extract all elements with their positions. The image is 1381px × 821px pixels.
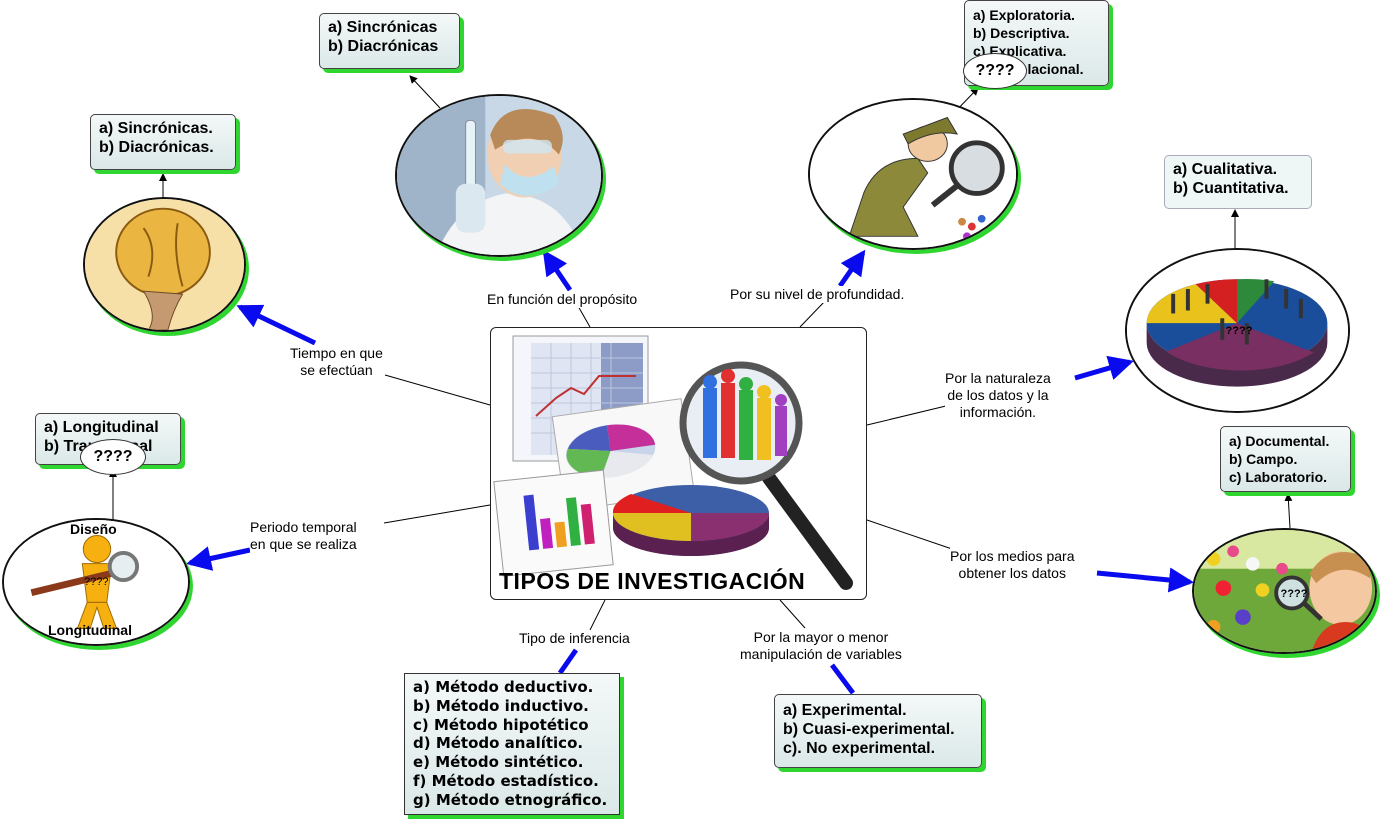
design-top-label: Diseño — [70, 521, 117, 537]
label-medios-line: Por los medios para — [950, 548, 1075, 564]
label-naturaleza-line: información. — [959, 404, 1037, 420]
box-item: a) Sincrónicas — [328, 19, 438, 36]
design-figure-image[interactable]: Diseño Longitudinal ???? — [2, 518, 190, 646]
box-item: a) Longitudinal — [44, 419, 159, 436]
box-medios[interactable]: a) Documental. b) Campo. c) Laboratorio. — [1220, 426, 1351, 492]
label-manipulacion: Por la mayor o menor manipulación de var… — [740, 629, 902, 663]
center-charts-image — [493, 335, 853, 590]
box-item: a) Experimental. — [783, 702, 907, 719]
box-item: a) Cualitativa. — [1173, 161, 1278, 178]
unknown-bubble: ???? — [80, 439, 146, 475]
scientist-image[interactable] — [395, 94, 603, 257]
label-periodo: Periodo temporal en que se realiza — [250, 519, 357, 553]
box-item: e) Método sintético. — [413, 753, 584, 772]
unknown-bubble: ???? — [1225, 325, 1253, 337]
box-inferencia[interactable]: a) Método deductivo. b) Método inductivo… — [404, 673, 620, 815]
label-naturaleza: Por la naturaleza de los datos y la info… — [945, 370, 1051, 421]
box-item: a) Documental. — [1229, 433, 1330, 449]
box-item: b) Cuantitativa. — [1173, 180, 1289, 197]
box-item: f) Método estadístico. — [413, 771, 599, 790]
box-item: b) Método inductivo. — [413, 696, 589, 715]
box-item: c) Laboratorio. — [1229, 469, 1328, 485]
box-item: g) Método etnográfico. — [413, 790, 608, 809]
box-tiempo[interactable]: a) Sincrónicas. b) Diacrónicas. — [90, 114, 236, 170]
label-naturaleza-line: Por la naturaleza — [945, 370, 1051, 386]
box-proposito[interactable]: a) Sincrónicas b) Diacrónicas — [319, 13, 460, 69]
label-medios-line: obtener los datos — [958, 565, 1066, 581]
pie-chart-people-image[interactable]: ???? — [1125, 248, 1350, 413]
box-item: b) Campo. — [1229, 451, 1298, 467]
child-magnifier-image[interactable]: ???? — [1192, 528, 1377, 654]
label-manipulacion-line: manipulación de variables — [740, 646, 902, 662]
center-title: TIPOS DE INVESTIGACIÓN — [499, 568, 806, 594]
label-proposito: En función del propósito — [487, 291, 638, 308]
label-periodo-line: Periodo temporal — [250, 519, 357, 535]
label-tiempo: Tiempo en que se efectúan — [290, 345, 383, 379]
box-item: d) Método analítico. — [413, 734, 584, 753]
box-item: a) Método deductivo. — [413, 678, 594, 696]
box-item: c). No experimental. — [783, 740, 936, 757]
unknown-bubble: ???? — [963, 53, 1027, 89]
box-item: b) Descriptiva. — [973, 25, 1070, 41]
detective-image[interactable] — [808, 98, 1018, 250]
box-manipulacion[interactable]: a) Experimental. b) Cuasi-experimental. … — [774, 694, 982, 768]
box-item: b) Cuasi-experimental. — [783, 721, 955, 738]
label-inferencia: Tipo de inferencia — [519, 630, 630, 647]
label-naturaleza-line: de los datos y la — [947, 387, 1049, 403]
label-medios: Por los medios para obtener los datos — [950, 548, 1075, 582]
boulder-carrier-image[interactable] — [83, 197, 246, 332]
label-tiempo-line: Tiempo en que — [290, 345, 383, 361]
label-periodo-line: en que se realiza — [250, 536, 357, 552]
label-manipulacion-line: Por la mayor o menor — [753, 629, 889, 645]
box-item: b) Diacrónicas — [328, 38, 439, 55]
box-item: c) Método hipotético — [413, 715, 589, 734]
center-topic[interactable]: TIPOS DE INVESTIGACIÓN — [490, 327, 867, 600]
unknown-bubble: ???? — [1280, 588, 1308, 600]
unknown-bubble: ???? — [84, 576, 109, 588]
box-item: a) Sincrónicas. — [99, 120, 213, 137]
box-item: a) Exploratoria. — [973, 7, 1075, 23]
box-naturaleza[interactable]: a) Cualitativa. b) Cuantitativa. — [1164, 155, 1312, 209]
label-tiempo-line: se efectúan — [300, 362, 373, 378]
design-bottom-label: Longitudinal — [48, 622, 132, 638]
label-profundidad: Por su nivel de profundidad. — [730, 286, 905, 303]
box-item: b) Diacrónicas. — [99, 139, 214, 156]
